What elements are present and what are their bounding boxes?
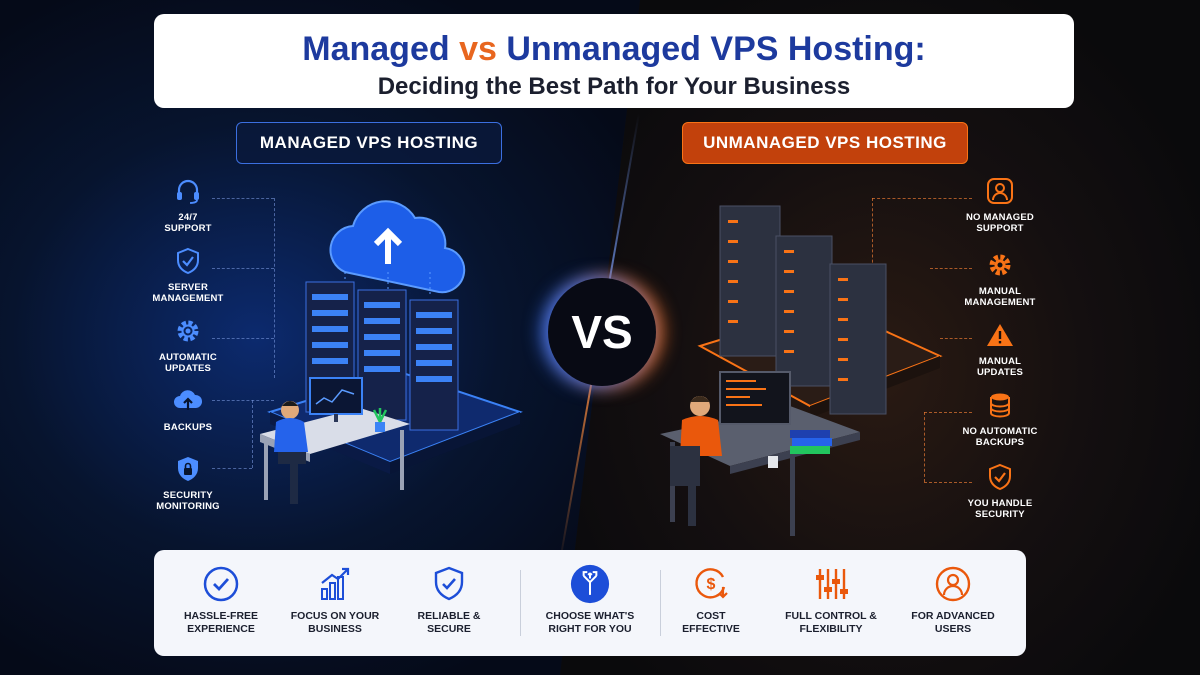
feature-label: SUPPORT — [164, 223, 212, 234]
lock-shield-icon — [171, 452, 205, 486]
title-vs: vs — [459, 30, 497, 68]
gear-icon — [171, 314, 205, 348]
title-managed: Managed — [302, 30, 450, 68]
connector-line — [924, 412, 972, 413]
feature-label: SERVER — [167, 282, 209, 293]
benefit-label: RIGHT FOR YOU — [548, 623, 632, 635]
feature-label: NO AUTOMATIC — [962, 426, 1038, 437]
connector-line — [212, 468, 252, 469]
unmanaged-header: UNMANAGED VPS HOSTING — [682, 122, 968, 164]
cloud-upload-icon — [171, 384, 205, 418]
benefit-label: RELIABLE & — [417, 610, 481, 622]
connector-line — [924, 412, 925, 482]
connector-line — [930, 268, 972, 269]
benefit-label: BUSINESS — [308, 623, 362, 635]
benefit-label: EXPERIENCE — [187, 623, 255, 635]
arrows-split-icon — [570, 564, 610, 604]
feature-label: MONITORING — [156, 501, 220, 512]
svg-text:$: $ — [707, 576, 716, 593]
managed-header: MANAGED VPS HOSTING — [236, 122, 502, 164]
benefit-label: COST — [696, 610, 726, 622]
benefit-full-control: FULL CONTROL &FLEXIBILITY — [776, 564, 886, 636]
feature-label: BACKUPS — [163, 422, 213, 433]
warning-icon — [983, 318, 1017, 352]
check-circle-icon — [201, 564, 241, 604]
connector-line — [212, 338, 274, 339]
benefit-label: FLEXIBILITY — [799, 623, 863, 635]
connector-line — [212, 198, 274, 199]
feature-label: UPDATES — [164, 363, 212, 374]
benefit-reliable-secure: RELIABLE &SECURE — [394, 564, 504, 636]
feature-backups: BACKUPS — [143, 384, 233, 433]
feature-label: 24/7 — [178, 212, 198, 223]
divider — [520, 570, 521, 636]
feature-label: MANAGEMENT — [964, 297, 1036, 308]
connector-line — [274, 198, 275, 378]
feature-label: MANUAL — [978, 356, 1022, 367]
connector-line — [212, 400, 274, 401]
title-unmanaged: Unmanaged VPS Hosting: — [506, 30, 926, 68]
shield-check-icon — [429, 564, 469, 604]
vs-badge: VS — [548, 278, 656, 386]
feature-label: MANAGEMENT — [152, 293, 224, 304]
benefit-label: HASSLE-FREE — [183, 610, 259, 622]
benefit-label: FULL CONTROL & — [785, 610, 877, 622]
feature-label: AUTOMATIC — [159, 352, 217, 363]
feature-label: YOU HANDLE — [967, 498, 1033, 509]
dollar-down-icon: $ — [691, 564, 731, 604]
gear-icon — [983, 248, 1017, 282]
title-banner: Managed vs Unmanaged VPS Hosting: Decidi… — [154, 14, 1074, 108]
connector-line — [252, 400, 253, 468]
feature-label: SECURITY — [163, 490, 213, 501]
feature-label: BACKUPS — [975, 437, 1025, 448]
feature-label: MANUAL — [978, 286, 1022, 297]
page-title: Managed vs Unmanaged VPS Hosting: — [154, 28, 1074, 70]
user-icon — [983, 174, 1017, 208]
unmanaged-server-illustration — [660, 205, 943, 536]
feature-label: UPDATES — [976, 367, 1024, 378]
connector-line — [924, 482, 972, 483]
feature-label: SUPPORT — [976, 223, 1024, 234]
vs-label: VS — [571, 306, 633, 358]
growth-chart-icon — [315, 564, 355, 604]
connector-line — [212, 268, 274, 269]
benefit-label: CHOOSE WHAT'S — [545, 610, 635, 622]
shield-check-icon — [171, 244, 205, 278]
benefit-label: FOR ADVANCED — [911, 610, 995, 622]
shield-check-icon — [983, 460, 1017, 494]
benefit-label: SECURE — [427, 623, 471, 635]
connector-line — [940, 338, 972, 339]
user-circle-icon — [933, 564, 973, 604]
feature-label: SECURITY — [975, 509, 1025, 520]
headset-icon — [171, 174, 205, 208]
connector-line — [872, 198, 972, 199]
sliders-icon — [811, 564, 851, 604]
connector-line — [872, 198, 873, 278]
benefit-label: FOCUS ON YOUR — [290, 610, 380, 622]
benefit-label: USERS — [934, 623, 972, 635]
feature-label: NO MANAGED — [966, 212, 1034, 223]
page-subtitle: Deciding the Best Path for Your Business — [377, 73, 851, 100]
divider — [660, 570, 661, 636]
benefit-label: EFFECTIVE — [682, 623, 740, 635]
managed-server-illustration — [260, 200, 523, 504]
database-icon — [983, 388, 1017, 422]
